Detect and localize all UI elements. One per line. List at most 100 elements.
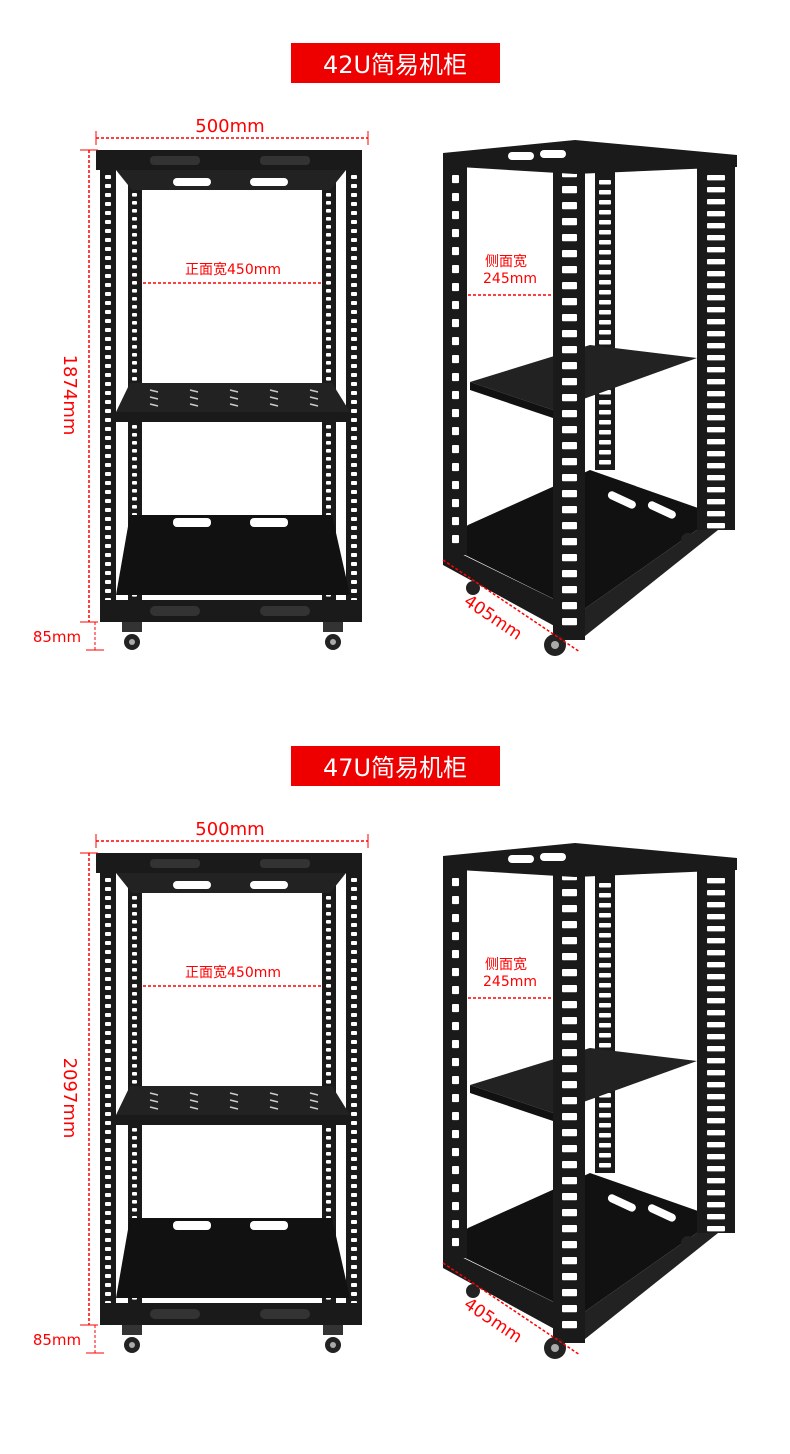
upright-hole [351,454,357,459]
upright-hole [562,1113,577,1121]
upright-hole [326,249,331,253]
upright-hole [562,522,577,530]
upright-hole [351,310,357,315]
upright-hole [132,1144,137,1148]
upright-hole [562,250,577,258]
upright-hole [562,538,577,546]
upright-hole [132,377,137,381]
handle-slot [260,859,310,868]
upright-hole [326,1208,331,1212]
upright-hole [105,175,111,180]
upright-hole [326,497,331,501]
upright-hole [707,1142,725,1148]
upright-hole [452,175,459,184]
upright-hole [599,1163,611,1168]
upright-hole [562,1177,577,1185]
upright-hole [105,1058,111,1063]
upright-hole [562,378,577,386]
upright-hole [599,1043,611,1048]
upright-hole [707,523,725,529]
vent-slot [309,1099,319,1103]
upright-hole [351,1058,357,1063]
upright-hole [707,1166,725,1172]
title-text: 42U简易机柜 [323,51,467,79]
upright-hole [562,490,577,498]
upright-hole [105,1157,111,1162]
upright-hole [351,1040,357,1045]
title-background [291,43,500,83]
upright-hole [707,998,725,1004]
upright-hole [562,218,577,226]
upright-hole [105,481,111,486]
upright-hole [326,1072,331,1076]
upright-hole [105,959,111,964]
upright-hole [562,1033,577,1041]
upright-hole [105,932,111,937]
upright-hole [351,1292,357,1297]
upright-hole [707,1106,725,1112]
upright-hole [351,950,357,955]
upright-hole [105,265,111,270]
vent-slot [229,1099,239,1103]
upright-hole [132,896,137,900]
upright-hole [707,1010,725,1016]
bottom-shelf [116,515,350,595]
handle-slot [540,853,566,861]
upright-hole [599,1013,611,1018]
upright-hole [562,506,577,514]
upright-hole [105,499,111,504]
cable-slot [173,178,211,186]
upright-hole [599,913,611,918]
upright-hole [707,1058,725,1064]
upright-hole [562,330,577,338]
upright-hole [351,292,357,297]
upright-hole [351,400,357,405]
upright-hole [351,887,357,892]
upright-hole [132,1168,137,1172]
upright-hole [132,441,137,445]
upright-hole [326,928,331,932]
upright-hole [707,271,725,277]
upright-hole [105,337,111,342]
upright-hole [351,355,357,360]
upright-hole [105,247,111,252]
upright-hole [326,289,331,293]
upright-hole [132,1208,137,1212]
caster-hub [551,1344,559,1352]
upright-hole [562,905,577,913]
upright-hole [132,201,137,205]
upright-hole [707,175,725,181]
vent-slot [309,396,319,400]
upright-hole [562,1257,577,1265]
upright-hole [351,932,357,937]
upright-hole [562,618,577,626]
upright-hole [562,554,577,562]
upright-hole [707,487,725,493]
upright-hole [132,369,137,373]
upright-hole [599,883,611,888]
upright-hole [326,1024,331,1028]
caster-hub [551,641,559,649]
upright-hole [105,1013,111,1018]
upright-hole [707,199,725,205]
upright-hole [707,451,725,457]
upright-hole [105,382,111,387]
upright-hole [562,1129,577,1137]
upright-hole [326,1168,331,1172]
upright-hole [351,1247,357,1252]
handle-slot [260,606,310,616]
title-text: 47U简易机柜 [323,754,467,782]
upright-hole [105,508,111,513]
upright-hole [105,391,111,396]
handle-slot [150,156,200,165]
middle-shelf-lip [116,1115,350,1125]
upright-hole [326,297,331,301]
upright-hole [351,968,357,973]
upright-hole [105,346,111,351]
top-frame [116,170,346,190]
upright-hole [105,986,111,991]
upright-hole [105,1184,111,1189]
upright-hole [452,337,459,346]
upright-hole [599,270,611,275]
vent-slot [269,1106,279,1110]
